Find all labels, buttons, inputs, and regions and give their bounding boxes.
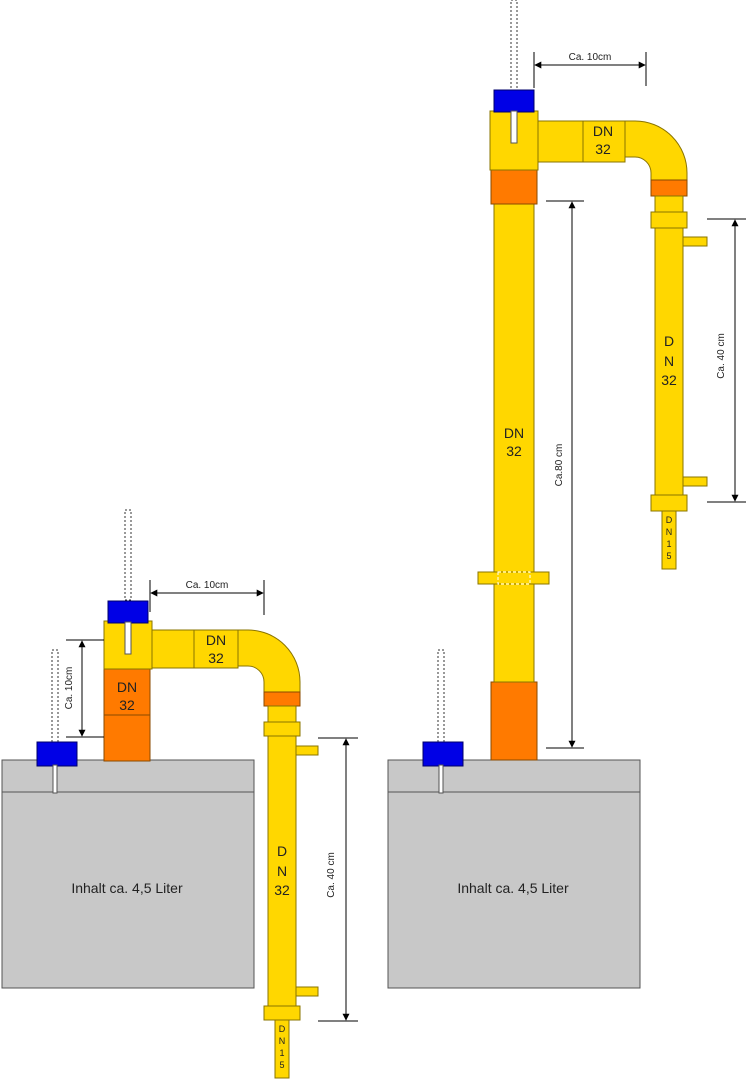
right-small-cap xyxy=(422,741,464,767)
right-down-label-3: 32 xyxy=(661,372,677,388)
left-side-stub-top xyxy=(295,745,319,756)
left-down-band-top xyxy=(263,721,301,737)
left-small-probe-tip xyxy=(52,764,58,794)
left-elbow-label-1: DN xyxy=(206,632,226,648)
right-riser-clamp-hole xyxy=(497,571,531,585)
left-assembly: Inhalt ca. 4,5 Liter DN 32 DN 32 D N xyxy=(1,509,358,1079)
left-outlet-label-1: D xyxy=(279,1024,286,1034)
right-elbow-label-1: DN xyxy=(593,123,613,139)
right-outlet-label-3: 1 xyxy=(666,539,671,549)
right-down-band-bottom xyxy=(650,494,688,512)
left-top-cap xyxy=(107,600,149,624)
left-riser-label-1: DN xyxy=(117,679,137,695)
left-tank-label: Inhalt ca. 4,5 Liter xyxy=(71,880,183,896)
right-outlet-label-1: D xyxy=(666,515,673,525)
right-outlet xyxy=(661,510,677,570)
right-elbow-label-2: 32 xyxy=(595,141,611,157)
left-down-band-bottom xyxy=(263,1005,301,1021)
right-small-probe xyxy=(437,649,445,751)
left-down-pipe xyxy=(267,735,297,1009)
left-down-label-3: 32 xyxy=(274,882,290,898)
left-dim-top-label: Ca. 10cm xyxy=(186,580,229,591)
left-riser-socket-bottom xyxy=(103,714,151,762)
right-riser-label-2: 32 xyxy=(506,443,522,459)
left-outlet-label-3: 1 xyxy=(279,1048,284,1058)
left-tank-body xyxy=(1,791,255,989)
left-outlet xyxy=(274,1019,290,1079)
left-elbow-socket xyxy=(263,691,301,707)
right-tank-body xyxy=(387,791,641,989)
left-horizontal-pipe xyxy=(151,629,195,669)
left-small-probe xyxy=(51,649,59,751)
left-down-label-2: N xyxy=(277,863,287,879)
right-elbow xyxy=(624,120,688,181)
left-down-coupler xyxy=(267,705,297,723)
left-down-label-1: D xyxy=(277,843,287,859)
left-top-probe xyxy=(124,509,132,601)
right-down-band-top xyxy=(650,211,688,229)
left-dim-small-label: Ca. 10cm xyxy=(64,667,75,710)
left-outlet-label-4: 5 xyxy=(279,1060,284,1070)
right-tank-label: Inhalt ca. 4,5 Liter xyxy=(457,880,569,896)
right-outlet-label-2: N xyxy=(666,527,673,537)
right-down-coupler xyxy=(654,195,684,213)
right-down-label-2: N xyxy=(664,353,674,369)
right-horizontal-pipe xyxy=(537,120,584,163)
right-riser-label-1: DN xyxy=(504,425,524,441)
right-elbow-socket xyxy=(650,179,688,197)
left-top-probe-tip xyxy=(124,621,132,655)
right-top-probe xyxy=(510,0,518,91)
right-side-stub-top xyxy=(682,236,708,247)
left-small-cap xyxy=(36,741,78,767)
right-side-stub-bottom xyxy=(682,476,708,487)
right-dim-80-label: Ca.80 cm xyxy=(554,444,565,487)
left-dim-40-label: Ca. 40 cm xyxy=(326,852,337,898)
left-outlet-label-2: N xyxy=(279,1036,286,1046)
left-elbow xyxy=(237,629,301,693)
right-assembly: Inhalt ca. 4,5 Liter DN 32 DN 32 xyxy=(387,0,746,989)
left-riser-label-2: 32 xyxy=(119,697,135,713)
right-dim-top-label: Ca. 10cm xyxy=(569,52,612,63)
right-riser-clamp xyxy=(477,571,550,585)
left-side-stub-bottom xyxy=(295,986,319,997)
right-down-pipe xyxy=(654,227,684,497)
left-elbow-label-2: 32 xyxy=(208,650,224,666)
left-elbow-stub xyxy=(193,629,239,669)
right-top-cap xyxy=(493,89,535,113)
right-small-probe-tip xyxy=(438,764,444,794)
right-riser-socket-bottom xyxy=(490,681,538,761)
right-riser-socket-top xyxy=(490,169,538,205)
right-down-label-1: D xyxy=(664,333,674,349)
right-outlet-label-4: 5 xyxy=(666,551,671,561)
right-top-probe-tip xyxy=(510,110,518,144)
right-dim-40-label: Ca. 40 cm xyxy=(716,333,727,379)
